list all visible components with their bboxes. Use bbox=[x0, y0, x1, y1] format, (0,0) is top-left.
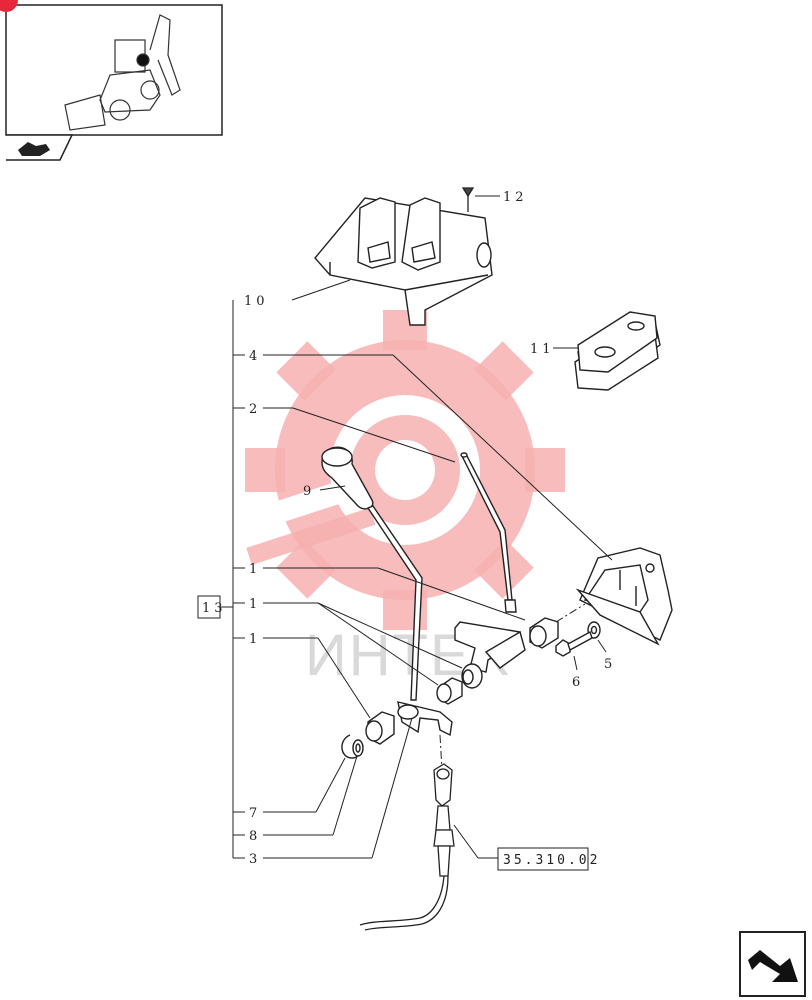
callout-12: 12 bbox=[503, 190, 528, 205]
callout-10: 10 bbox=[244, 294, 269, 309]
reference-box-text: 35.310.02 bbox=[503, 853, 600, 868]
part-1-bushing-c[interactable] bbox=[436, 677, 463, 705]
callout-11: 11 bbox=[530, 342, 555, 357]
callout-1c: 1 bbox=[249, 632, 261, 647]
part-1-bushing-a[interactable] bbox=[529, 617, 559, 649]
callout-4: 4 bbox=[249, 349, 261, 364]
part-12-screw[interactable] bbox=[461, 187, 475, 212]
callout-5: 5 bbox=[604, 657, 616, 672]
callout-13: 13 bbox=[202, 601, 227, 616]
callout-1a: 1 bbox=[249, 562, 261, 577]
next-page-arrow-icon[interactable] bbox=[739, 931, 806, 997]
callout-2: 2 bbox=[249, 402, 261, 417]
part-2-lever-rod[interactable] bbox=[454, 452, 526, 673]
part-8-washer[interactable] bbox=[352, 739, 364, 757]
part-1-bushing-d[interactable] bbox=[365, 711, 395, 745]
leader-6 bbox=[573, 655, 578, 671]
callout-1b: 1 bbox=[249, 597, 261, 612]
callout-3: 3 bbox=[249, 852, 261, 867]
part-6-bolt[interactable] bbox=[555, 630, 593, 657]
leader-5 bbox=[597, 639, 607, 653]
watermark-gear-logo bbox=[244, 310, 565, 630]
corner-badge bbox=[0, 0, 18, 12]
part-1-bushing-b[interactable] bbox=[461, 663, 483, 689]
part-3-lever-rod[interactable] bbox=[366, 505, 453, 737]
leader-9 bbox=[319, 485, 346, 491]
section-arrow-icon bbox=[18, 142, 50, 156]
alignment-lines bbox=[439, 603, 586, 771]
backhoe-loader-icon bbox=[64, 14, 181, 131]
callout-7: 7 bbox=[249, 806, 261, 821]
reference-box[interactable]: 35.310.02 bbox=[497, 847, 600, 871]
callout-8: 8 bbox=[249, 829, 261, 844]
part-10-console-cover[interactable] bbox=[314, 197, 493, 326]
part-4-mounting-bracket[interactable] bbox=[575, 547, 673, 646]
callout-9: 9 bbox=[303, 484, 315, 499]
leader-10 bbox=[291, 279, 351, 301]
leader-reference bbox=[453, 824, 479, 859]
callout-6: 6 bbox=[572, 675, 584, 690]
control-cable[interactable] bbox=[359, 763, 455, 931]
thumbnail-panel[interactable] bbox=[0, 0, 223, 161]
part-11-rubber-mount[interactable] bbox=[574, 311, 661, 391]
